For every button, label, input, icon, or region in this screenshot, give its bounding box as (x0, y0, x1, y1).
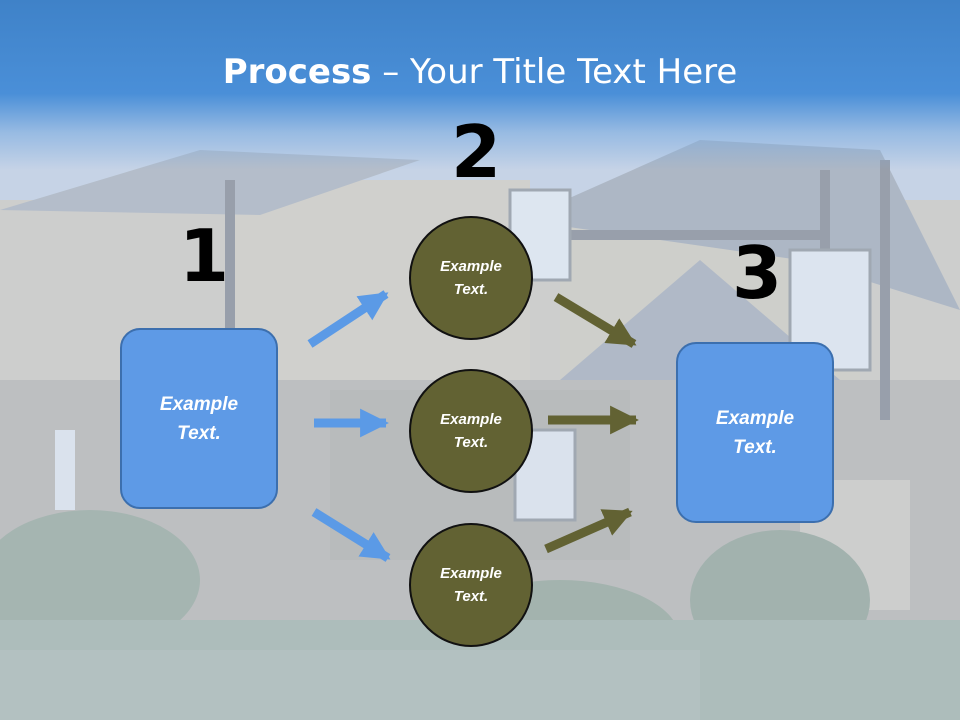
step-2-circle-top: Example Text. (409, 216, 533, 340)
olive-arrow-up (544, 507, 633, 554)
step-3-text-line2: Text. (733, 436, 777, 458)
step-number-2: 2 (451, 110, 502, 194)
circle-bottom-text-line2: Text. (453, 588, 489, 605)
title-bold: Process (222, 52, 372, 92)
circle-top-text-line1: Example (440, 258, 502, 275)
step-1-text-line2: Text. (177, 422, 221, 444)
blue-arrow-up (307, 290, 389, 348)
step-2-circle-bottom: Example Text. (409, 523, 533, 647)
step-3-box: Example Text. (676, 342, 834, 523)
step-number-1: 1 (179, 214, 230, 298)
step-number-3: 3 (732, 231, 783, 315)
circle-top-text-line2: Text. (453, 281, 489, 298)
step-1-box: Example Text. (120, 328, 278, 509)
circle-middle-text-line1: Example (440, 411, 502, 428)
title-band (0, 0, 960, 170)
step-2-circle-middle: Example Text. (409, 369, 533, 493)
circle-bottom-text-line1: Example (440, 565, 502, 582)
olive-arrow-down (553, 293, 637, 348)
slide-title: Process – Your Title Text Here (0, 52, 960, 92)
step-1-text-line1: Example (159, 393, 239, 415)
blue-arrow-down (311, 508, 391, 562)
title-rest: – Your Title Text Here (371, 52, 738, 92)
circle-middle-text-line2: Text. (453, 434, 489, 451)
step-3-text-line1: Example (715, 407, 795, 429)
